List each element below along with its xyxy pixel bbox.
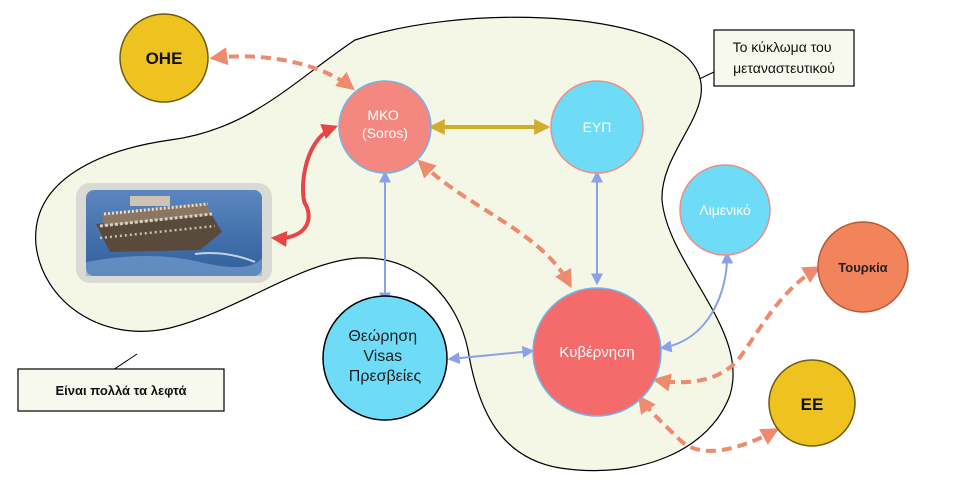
node-kyvernisi: Κυβέρνηση (532, 287, 662, 417)
svg-text:Κυβέρνηση: Κυβέρνηση (559, 344, 635, 361)
circuit-callout: Το κύκλωμα του μεταναστευτικού (713, 29, 855, 87)
node-mko: ΜΚΟ (Soros) (338, 80, 432, 174)
node-tourkia: Τουρκία (817, 221, 909, 313)
circuit-callout-line2: μεταναστευτικού (733, 60, 835, 76)
node-eyp-label: ΕΥΠ (583, 119, 612, 135)
svg-text:ΟΗΕ: ΟΗΕ (146, 49, 183, 68)
node-theorisi-label-line3: Πρεσβείες (349, 368, 422, 385)
node-kyvernisi-label: Κυβέρνηση (559, 344, 635, 361)
svg-text:Λιμενικό: Λιμενικό (699, 202, 751, 218)
edge-theorisi-kyvernisi (447, 345, 535, 365)
node-limeniko: Λιμενικό (679, 164, 771, 256)
svg-text:ΕΥΠ: ΕΥΠ (583, 119, 612, 135)
svg-text:Τουρκία: Τουρκία (838, 260, 887, 275)
node-tourkia-label: Τουρκία (838, 260, 887, 275)
node-theorisi-label-line2: Visas (363, 348, 402, 365)
edge-mko-boat (270, 123, 338, 247)
svg-text:Είναι πολλά τα λεφτά: Είναι πολλά τα λεφτά (56, 383, 187, 398)
edge-mko-kyvernisi (417, 159, 572, 289)
node-theorisi-label-line1: Θεώρηση (348, 328, 417, 345)
money-callout-text: Είναι πολλά τα λεφτά (56, 383, 187, 398)
node-limeniko-label: Λιμενικό (699, 202, 751, 218)
node-theorisi: Θεώρηση Visas Πρεσβείες (322, 295, 448, 421)
svg-text:ΕΕ: ΕΕ (801, 395, 824, 414)
circuit-callout-line1: Το κύκλωμα του (733, 39, 832, 55)
money-callout: Είναι πολλά τα λεφτά (17, 368, 225, 412)
migrant-boat-photo (76, 183, 272, 283)
edge-ohe-mko (209, 47, 355, 91)
svg-text:Το κύκλωμα του μεταναστε: Το κύκλωμα του μεταναστευτικού (733, 39, 836, 76)
edge-ee-kyvernisi (637, 395, 780, 453)
node-mko-label-line2: (Soros) (362, 125, 408, 141)
node-ohe: ΟΗΕ (119, 13, 209, 103)
svg-text:Θεώρηση Visas Πρεσ: Θεώρηση Visas Πρεσβείες (348, 328, 421, 385)
node-ee-label: ΕΕ (801, 395, 824, 414)
node-eyp: ΕΥΠ (550, 80, 644, 174)
node-ee: ΕΕ (768, 359, 856, 447)
svg-text:ΜΚΟ (Soros): ΜΚΟ (Soros) (362, 107, 408, 141)
node-mko-label-line1: ΜΚΟ (367, 107, 399, 123)
node-ohe-label: ΟΗΕ (146, 49, 183, 68)
edge-tourkia-kyvernisi (652, 266, 822, 392)
